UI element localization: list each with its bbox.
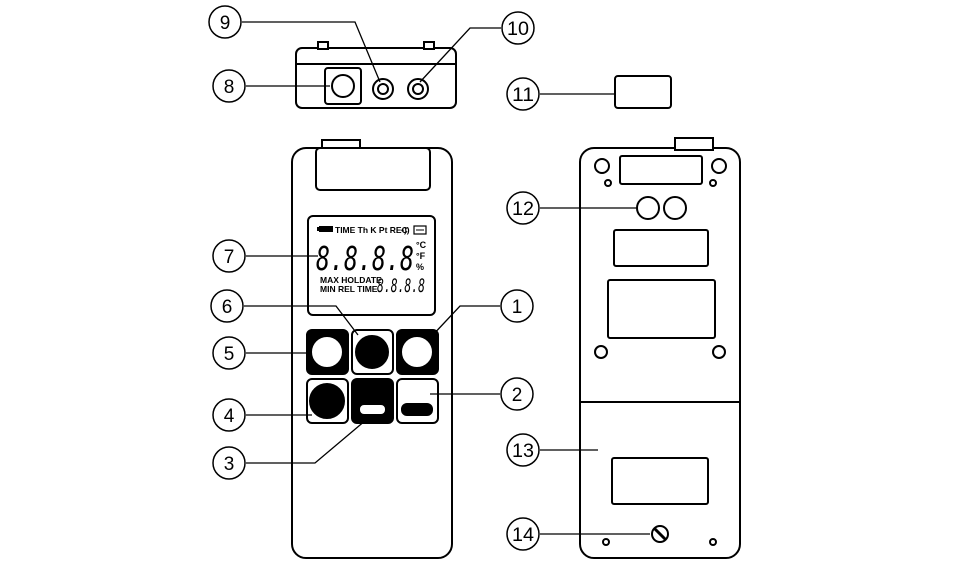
lcd-unit-f: °F xyxy=(416,251,426,261)
small-hole-br xyxy=(709,538,717,546)
battery-icon xyxy=(319,226,333,232)
callout-4: 4 xyxy=(212,398,246,432)
svg-text:12: 12 xyxy=(512,199,534,220)
svg-text:10: 10 xyxy=(507,19,529,40)
front-sensor-window xyxy=(315,147,431,191)
callout-2: 2 xyxy=(500,377,534,411)
lcd-sub-digits: 8.8.8.8 xyxy=(377,275,425,297)
callout-6: 6 xyxy=(210,289,244,323)
small-hole-tl xyxy=(604,179,612,187)
memory-icon xyxy=(413,225,427,235)
lcd-display: TIME Th K Pt REC •)) 8.8.8.8 °C °F % MAX… xyxy=(316,225,427,297)
screw-hole-tl xyxy=(594,158,610,174)
callout-10: 10 xyxy=(501,11,535,45)
battery-cover-window xyxy=(611,457,709,505)
lcd-frame xyxy=(307,215,436,316)
leader-6 xyxy=(244,305,359,336)
leader-1 xyxy=(429,305,500,339)
screw-hole-mr xyxy=(712,345,726,359)
leader-9 xyxy=(242,21,381,83)
top-view-tab-left xyxy=(317,41,329,50)
lcd-unit-pct: % xyxy=(416,262,424,272)
screw-hole-tr xyxy=(711,158,727,174)
callout-9: 9 xyxy=(208,5,242,39)
socket-2-icon xyxy=(407,78,429,100)
key-4-button[interactable] xyxy=(309,383,345,419)
svg-text:4: 4 xyxy=(224,406,235,427)
svg-text:5: 5 xyxy=(224,344,235,365)
lcd-status-line: TIME Th K Pt REC xyxy=(335,225,408,235)
callout-7: 7 xyxy=(212,239,246,273)
cover-screw-icon xyxy=(651,525,669,543)
socket-1-inner xyxy=(377,83,389,95)
svg-text:13: 13 xyxy=(512,441,534,462)
back-body xyxy=(579,147,741,559)
key-2-button[interactable] xyxy=(396,378,439,424)
battery-tip xyxy=(317,227,319,231)
socket-1-icon xyxy=(372,78,394,100)
cover-screw-slot xyxy=(652,526,668,542)
callout-5: 5 xyxy=(212,336,246,370)
callout-11: 11 xyxy=(506,77,540,111)
back-label-window xyxy=(613,229,709,267)
callout-12: 12 xyxy=(506,191,540,225)
callouts: 9 10 8 11 12 7 6 1 xyxy=(208,5,540,551)
callout-14: 14 xyxy=(506,517,540,551)
sensor-port-right xyxy=(663,196,687,220)
svg-text:11: 11 xyxy=(512,85,534,106)
key-3-button[interactable] xyxy=(351,378,394,424)
svg-text:8: 8 xyxy=(224,77,235,98)
svg-text:14: 14 xyxy=(512,525,534,546)
callout-8: 8 xyxy=(212,69,246,103)
svg-text:9: 9 xyxy=(220,13,231,34)
small-hole-tr xyxy=(709,179,717,187)
speaker-icon: •)) xyxy=(401,225,410,235)
leader-lines xyxy=(242,21,650,535)
callout-1: 1 xyxy=(500,289,534,323)
svg-text:1: 1 xyxy=(512,297,523,318)
back-view xyxy=(579,137,741,559)
svg-text:2: 2 xyxy=(512,385,523,406)
lcd-main-digits: 8.8.8.8 xyxy=(316,239,414,278)
lcd-unit-c: °C xyxy=(416,240,427,250)
back-large-window xyxy=(607,279,716,339)
top-view-body xyxy=(295,47,457,109)
top-view xyxy=(295,41,457,109)
dc-jack-icon xyxy=(331,74,355,98)
back-top-window xyxy=(619,155,703,185)
key-3-slot xyxy=(358,403,387,416)
socket-2-inner xyxy=(412,83,424,95)
key-2-slot xyxy=(401,403,433,416)
screw-hole-ml xyxy=(594,345,608,359)
top-view-tab-right xyxy=(423,41,435,50)
key-1-button[interactable] xyxy=(400,335,434,369)
back-clip xyxy=(674,137,714,151)
callout-3: 3 xyxy=(212,446,246,480)
key-6-button[interactable] xyxy=(355,335,389,369)
callout-13: 13 xyxy=(506,433,540,467)
leader-10 xyxy=(419,27,501,83)
lcd-label-max-hold-date: MAX HOLDATE xyxy=(320,275,382,285)
leader-3 xyxy=(246,419,367,464)
lcd-label-min-rel-time: MIN REL TIME xyxy=(320,284,378,294)
small-hole-bl xyxy=(602,538,610,546)
key-5-button[interactable] xyxy=(310,335,344,369)
sensor-cap xyxy=(614,75,672,109)
front-view xyxy=(291,139,453,559)
svg-text:3: 3 xyxy=(224,454,235,475)
svg-text:6: 6 xyxy=(222,297,233,318)
svg-text:7: 7 xyxy=(224,247,235,268)
